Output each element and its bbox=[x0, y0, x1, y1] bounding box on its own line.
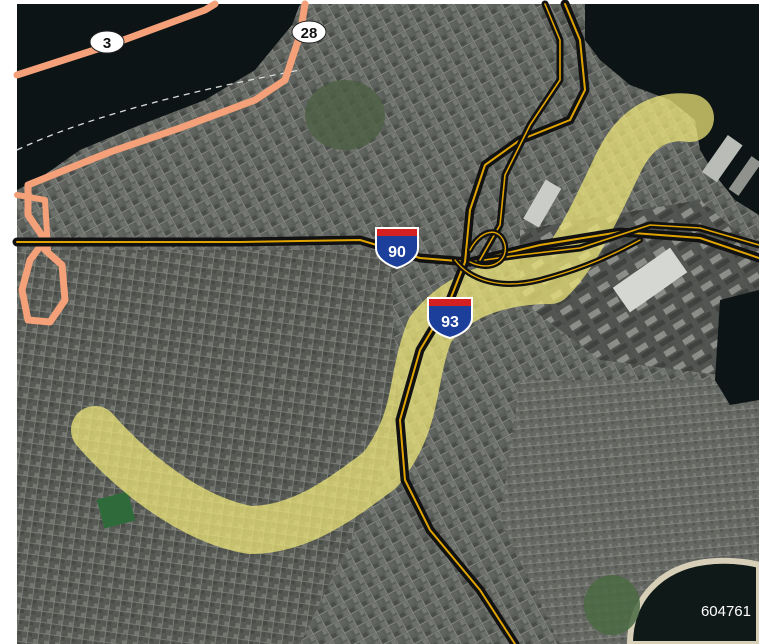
interstate-roads bbox=[12, 0, 759, 644]
route-3-road bbox=[13, 0, 219, 79]
pier-4 bbox=[523, 179, 562, 228]
interstate-90-shield[interactable]: 90 bbox=[375, 227, 419, 270]
route-28-marker[interactable]: 28 bbox=[291, 20, 327, 44]
route-3-number: 3 bbox=[103, 35, 111, 52]
route-28-spur bbox=[14, 192, 51, 253]
route-28-number: 28 bbox=[301, 25, 318, 42]
i93-ramp bbox=[476, 0, 564, 264]
pier-3 bbox=[612, 247, 688, 313]
interstate-93-number: 93 bbox=[441, 314, 459, 331]
state-routes bbox=[13, 0, 309, 326]
sports-field bbox=[96, 491, 136, 529]
interchange-loops bbox=[452, 229, 643, 287]
route-3-marker[interactable]: 3 bbox=[89, 30, 125, 54]
interstate-90-number: 90 bbox=[388, 244, 406, 261]
pier-1 bbox=[702, 134, 743, 183]
i93-road bbox=[395, 0, 590, 644]
harbor-lower-water bbox=[715, 290, 759, 405]
image-id-label: 604761 bbox=[701, 603, 751, 620]
park-green bbox=[584, 575, 640, 635]
route-28-road bbox=[18, 0, 309, 326]
river-bridge-dashed bbox=[16, 69, 301, 151]
common-green bbox=[305, 80, 385, 150]
i90-branch bbox=[466, 221, 759, 266]
interstate-93-shield[interactable]: 93 bbox=[427, 297, 473, 340]
pier-2 bbox=[728, 156, 759, 196]
district-west bbox=[17, 250, 400, 644]
